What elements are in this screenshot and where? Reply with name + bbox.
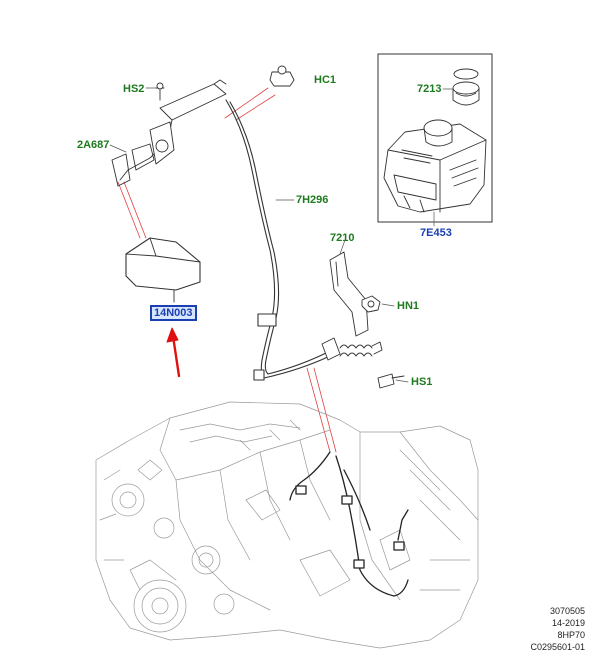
clip-hc1 [269, 65, 295, 87]
gear-shifter-module [383, 119, 487, 213]
meta-line-4: C0295601-01 [530, 642, 585, 652]
meta-line-2: 14-2019 [551, 618, 585, 628]
engine-transmission [95, 401, 479, 649]
label-2a687: 2A687 [77, 139, 110, 151]
transmission-harness [289, 451, 409, 597]
meta-line-3: 8HP70 [557, 630, 585, 640]
cable-bracket-assembly [111, 79, 227, 187]
label-ticks [109, 87, 453, 383]
label-7213: 7213 [417, 83, 442, 95]
cable-end-fitting [321, 337, 383, 361]
shift-cable [225, 99, 331, 381]
label-14n003-highlighted: 14N003 [150, 305, 197, 321]
knob-7213 [452, 68, 480, 106]
meta-line-1: 3070505 [549, 606, 585, 616]
nut-hn1 [361, 295, 381, 313]
label-7e453: 7E453 [420, 227, 452, 239]
label-7h296: 7H296 [296, 194, 329, 206]
label-hs2: HS2 [123, 83, 145, 95]
bracket-7210 [329, 251, 369, 337]
leader-lines [117, 87, 337, 453]
pointer-arrow [166, 327, 181, 378]
label-hn1: HN1 [397, 300, 420, 312]
cover-14n003 [125, 237, 201, 303]
bolt-hs1 [377, 373, 405, 389]
label-7210: 7210 [330, 232, 355, 244]
label-hs1: HS1 [411, 376, 433, 388]
label-hc1: HC1 [314, 74, 337, 86]
